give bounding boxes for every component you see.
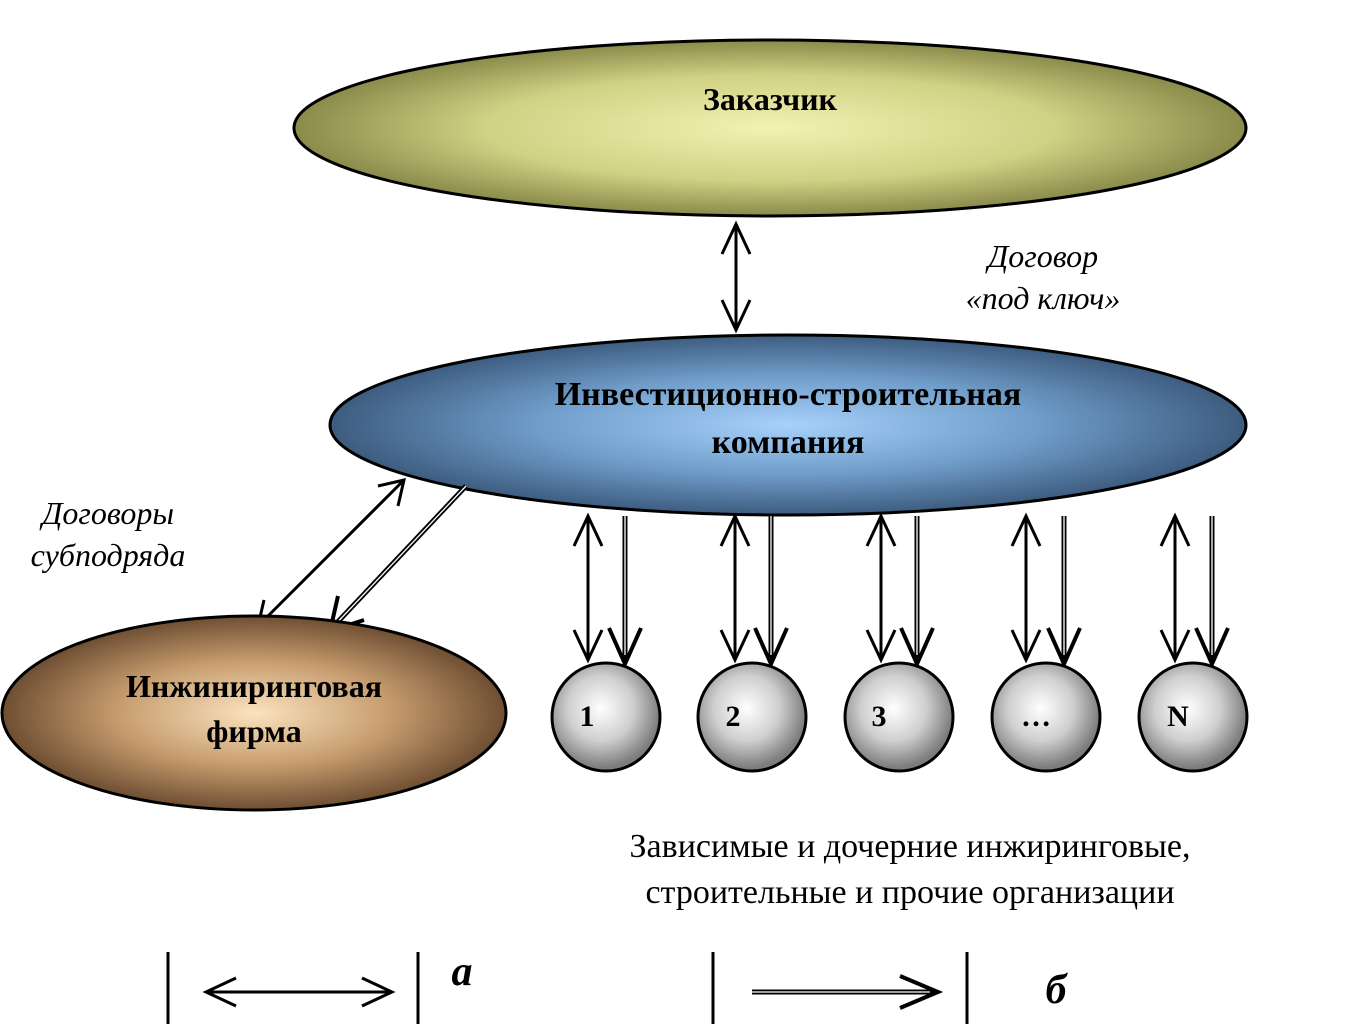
subsidiary-label-5: N bbox=[1167, 700, 1189, 733]
subcontract-directive-arrow bbox=[327, 484, 468, 634]
legend-double-arrow-box bbox=[166, 952, 420, 1024]
company-label-line1: Инвестиционно-строительная bbox=[555, 376, 1022, 413]
subsidiary-circle-1: 1 bbox=[550, 661, 662, 773]
subcontract-label-line2: субподряда bbox=[31, 537, 186, 573]
subsidiary-arrows-2 bbox=[719, 512, 789, 669]
engineering-firm-label-line1: Инжиниринговая bbox=[126, 668, 382, 704]
subsidiary-circle-4: … bbox=[990, 661, 1102, 773]
turnkey-contract-label-line1: Договор bbox=[985, 238, 1098, 274]
subsidiaries-caption-line1: Зависимые и дочерние инжиринговые, bbox=[630, 828, 1191, 865]
turnkey-double-arrow bbox=[720, 220, 752, 334]
legend-label-b: б bbox=[1046, 967, 1069, 1013]
subsidiary-circle-3: 3 bbox=[843, 661, 955, 773]
engineering-firm-label-line2: фирма bbox=[206, 713, 301, 749]
customer-label: Заказчик bbox=[703, 81, 838, 117]
subsidiary-arrows-3 bbox=[865, 512, 935, 669]
engineering-firm-ellipse bbox=[0, 614, 508, 812]
subsidiaries-caption-line2: строительные и прочие организации bbox=[645, 874, 1174, 911]
subsidiary-label-3: 3 bbox=[872, 700, 887, 733]
company-ellipse bbox=[328, 333, 1248, 517]
subsidiary-arrows-5 bbox=[1159, 512, 1230, 669]
legend-label-a: а bbox=[452, 949, 473, 995]
subsidiary-label-2: 2 bbox=[726, 700, 741, 733]
subsidiary-arrows-1 bbox=[572, 512, 643, 669]
customer-ellipse bbox=[292, 38, 1248, 218]
subsidiary-label-1: 1 bbox=[580, 700, 595, 733]
turnkey-contract-label-line2: «под ключ» bbox=[966, 280, 1121, 316]
subsidiary-label-4: … bbox=[1021, 700, 1051, 733]
company-label-line2: компания bbox=[712, 424, 865, 461]
legend-single-arrow-box bbox=[711, 952, 969, 1024]
subsidiary-arrows-4 bbox=[1010, 512, 1082, 669]
subcontract-double-arrow bbox=[255, 477, 407, 629]
subcontract-label-line1: Договоры bbox=[39, 495, 174, 531]
subsidiary-circle-5: N bbox=[1137, 661, 1249, 773]
subsidiary-circle-2: 2 bbox=[696, 661, 808, 773]
